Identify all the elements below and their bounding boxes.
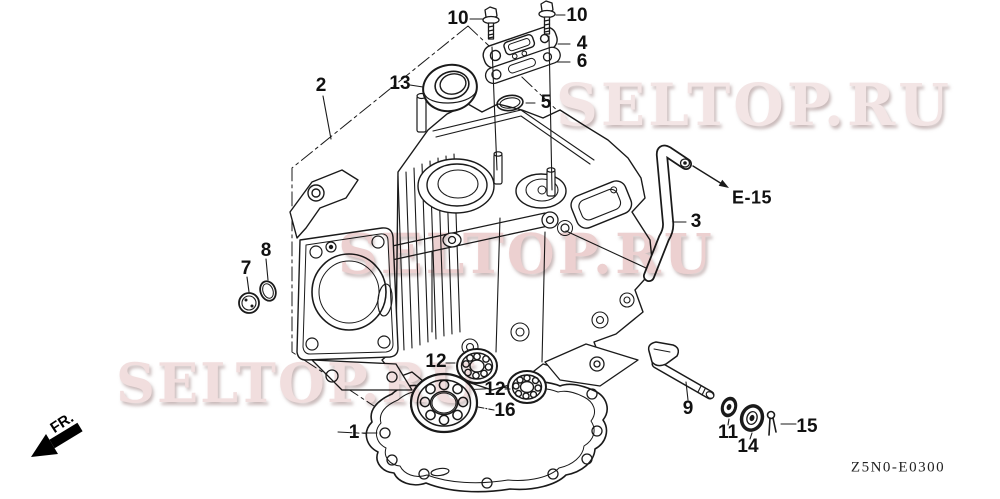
callout-5: 5 [540,92,552,113]
oil-drain-tube-9 [647,341,715,400]
callout-10-right: 10 [566,5,588,26]
callout-8: 8 [260,240,272,261]
callout-6: 6 [576,51,588,72]
diagram-part-code: Z5N0-E0300 [850,459,946,476]
studs [416,92,556,197]
fr-direction-arrow [31,422,83,457]
watermark-middle: SELTOP.RU [338,221,715,286]
ball-bearing-12-lower [507,370,547,404]
cotter-pin-15 [766,410,777,436]
mounting-feet [311,343,639,391]
callout-7: 7 [240,258,252,279]
breather-plate-gasket-6 [484,46,561,85]
callout-15: 15 [796,416,818,437]
o-ring-5 [496,94,524,112]
flange-bolt-10-right [538,0,556,35]
intake-arm [289,169,359,239]
e15-arrow [692,165,729,188]
cylinder-barrel-assembly-2 [289,92,654,391]
callout-12-lower: 12 [484,379,506,400]
flange-bolt-10-left [482,6,500,40]
cylinder-head-flange [296,227,399,361]
watermark-bottom-left: SELTOP.RU [116,351,478,415]
callout-3: 3 [690,211,702,232]
breather-cavity [570,180,633,229]
sealing-bolt-7 [238,292,260,314]
oil-seal-14 [739,404,765,432]
callout-11: 11 [717,422,739,443]
callout-9: 9 [682,398,694,419]
breather-tube-3 [643,144,692,282]
washer-11 [720,396,738,418]
callout-2: 2 [315,75,327,96]
reference-e15-label: E-15 [731,187,773,208]
ball-bearing-16 [409,372,479,434]
seal-washer-8 [259,280,277,302]
callout-14: 14 [737,436,759,457]
callout-1: 1 [348,422,360,443]
callout-16: 16 [494,400,516,421]
secondary-bore [515,173,567,209]
callout-4: 4 [576,33,588,54]
breather-nipple [560,223,570,233]
callout-10-left: 10 [447,8,469,29]
watermark-top-right: SELTOP.RU [556,71,952,139]
ball-bearing-12-upper [456,348,498,384]
crankshaft-bore [417,158,495,214]
callout-13: 13 [389,73,411,94]
breather-nipple-boss [557,220,573,236]
oil-seal-13 [422,63,478,113]
callout-12-upper: 12 [425,351,447,372]
leader-lines [246,14,797,440]
